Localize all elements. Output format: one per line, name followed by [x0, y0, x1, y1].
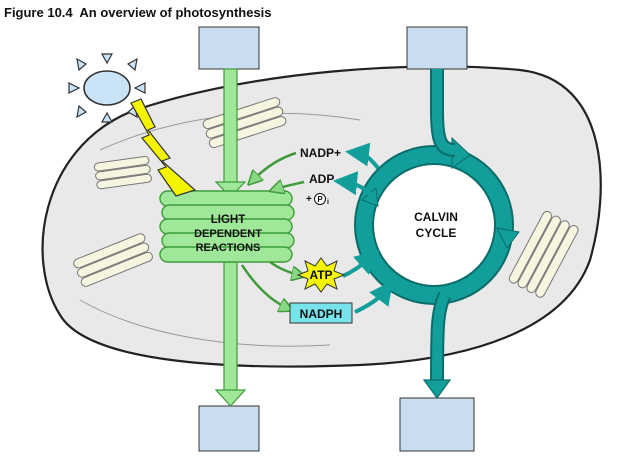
- input-box-water: [198, 26, 260, 70]
- nadp-return-arrow: [345, 142, 380, 170]
- nadp-to-light-arrow: [253, 151, 297, 180]
- calvin-cycle-label-1: CALVIN: [414, 210, 458, 224]
- phosphate-circle: [314, 193, 326, 205]
- input-box-co2: [406, 26, 468, 70]
- atp-label: ATP: [309, 268, 332, 282]
- water-input-arrow: [214, 68, 247, 198]
- calvin-cycle-ring-fill: [356, 147, 512, 303]
- light-to-atp-arrow: [269, 260, 299, 275]
- nadph-label: NADPH: [300, 307, 343, 321]
- light-reactions-label-3: REACTIONS: [196, 242, 261, 254]
- calvin-cycle-arrowhead-right: [496, 227, 520, 249]
- output-box-oxygen: [198, 405, 260, 452]
- light-reactions-label-2: DEPENDENT: [194, 228, 262, 240]
- nadph-to-cycle-arrow: [354, 280, 394, 314]
- chloroplast-inner-membrane: [79, 299, 331, 347]
- adp-to-light-arrow: [276, 182, 305, 189]
- granum-stack: [93, 155, 152, 190]
- atp-to-cycle-arrow: [342, 250, 380, 278]
- atp-star: [296, 257, 346, 293]
- light-reactions-granum: [159, 190, 295, 263]
- sugar-output-arrow: [422, 291, 452, 400]
- phosphate-plus: +: [306, 194, 312, 205]
- co2-input-arrow: [430, 69, 456, 157]
- light-reactions-label-1: LIGHT: [211, 214, 246, 226]
- granum-stack: [508, 210, 579, 298]
- calvin-cycle-label-2: CYCLE: [416, 226, 457, 240]
- granum-stack: [73, 233, 153, 287]
- phosphate-label: + P i: [306, 193, 329, 206]
- nadph-box: [289, 302, 353, 324]
- phosphate-subscript: i: [327, 199, 329, 206]
- light-energy-bolt: [130, 98, 197, 197]
- oxygen-output-arrow: [214, 261, 247, 407]
- phosphate-symbol: P: [317, 195, 323, 204]
- sun-icon: [68, 53, 146, 123]
- output-box-sugar: [399, 397, 475, 452]
- nadp-plus-label: NADP+: [300, 146, 341, 160]
- adp-return-arrow: [333, 171, 375, 199]
- figure-title: Figure 10.4 An overview of photosynthesi…: [4, 5, 272, 20]
- light-to-nadph-arrow: [240, 264, 287, 308]
- adp-label: ADP: [309, 172, 334, 186]
